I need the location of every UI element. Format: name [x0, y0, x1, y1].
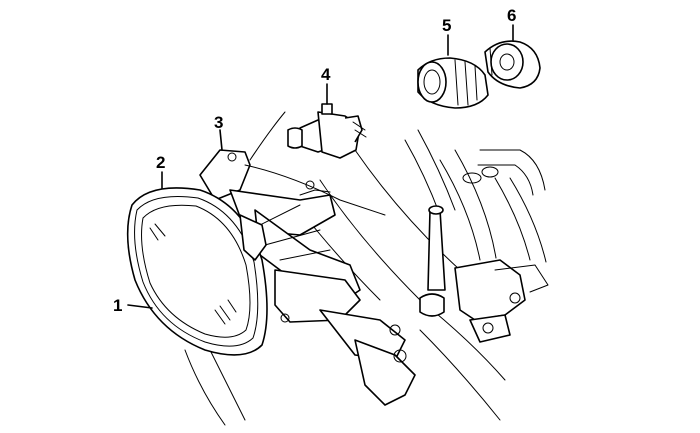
callout-1: 1: [113, 296, 122, 315]
headlamp-unit: [126, 187, 268, 356]
sensor-bolt: [419, 205, 446, 317]
bulb: [287, 103, 367, 159]
leader-3: [219, 129, 223, 151]
leader-1: [127, 304, 153, 309]
lower-right-bracket: [454, 259, 549, 343]
retaining-ring: [484, 40, 541, 89]
callout-3: 3: [214, 113, 223, 132]
hoses: [404, 129, 547, 263]
callout-2: 2: [156, 153, 165, 172]
callout-5: 5: [442, 16, 451, 35]
leader-lines: [127, 24, 514, 309]
callout-labels: 1 2 3 4 5 6: [113, 6, 516, 315]
bulb-socket: [417, 57, 489, 109]
mounting-bracket: [199, 149, 416, 406]
callout-4: 4: [321, 65, 331, 84]
callout-6: 6: [507, 6, 516, 25]
